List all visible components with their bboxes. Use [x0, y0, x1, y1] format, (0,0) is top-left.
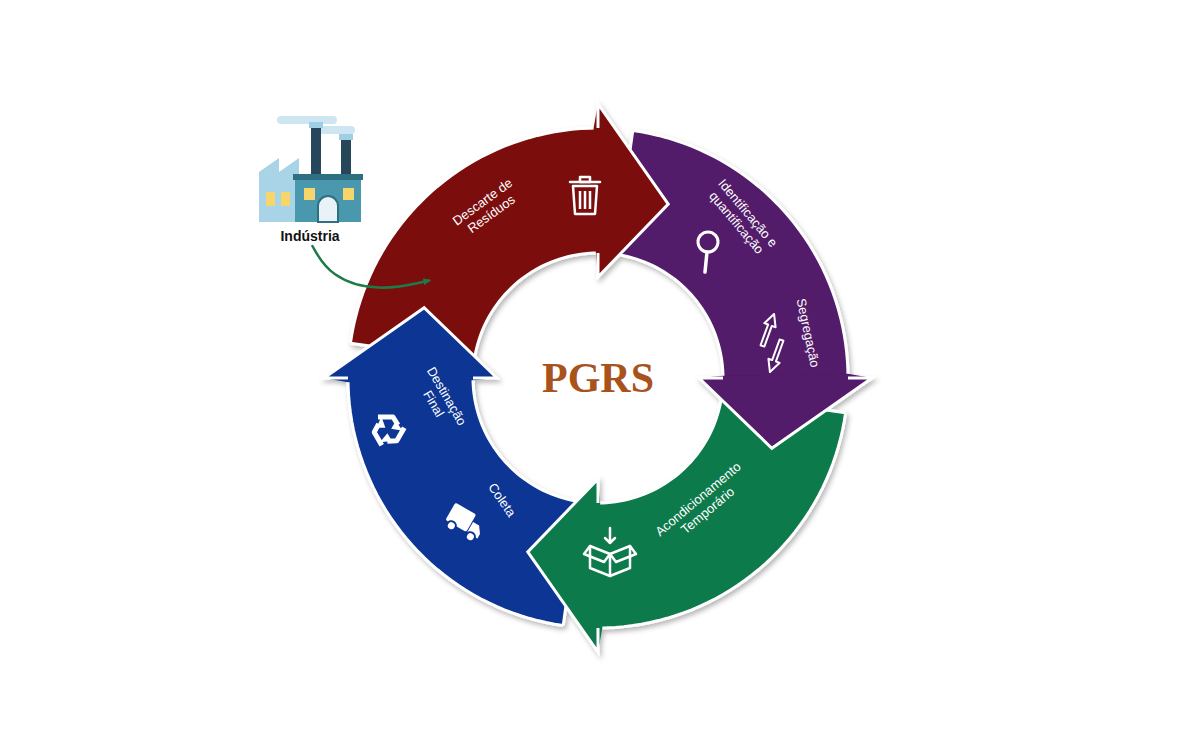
- swap-arrows-icon: [749, 312, 794, 374]
- truck-icon-part: [464, 531, 476, 543]
- recycle-icon-part-part: [387, 424, 404, 445]
- segment-body: [598, 395, 846, 628]
- step-label: Segregação: [791, 287, 825, 378]
- trash-icon-part: [573, 186, 597, 214]
- magnifier-icon: [698, 232, 718, 272]
- step-label: Identificação e quantificação: [694, 165, 789, 271]
- swap-arrows-icon-part: [764, 338, 787, 374]
- segment-body: [615, 130, 848, 378]
- factory-icon-part: [293, 174, 363, 180]
- source-label: Indústria: [250, 228, 370, 244]
- segment-heads: [324, 104, 872, 652]
- arrowhead-outline: [324, 308, 497, 378]
- factory-icon-part: [318, 196, 338, 222]
- factory-icon-part: [343, 188, 354, 200]
- factory-icon-part: [304, 188, 315, 200]
- box-icon: [584, 528, 636, 576]
- step-label: Coleta: [479, 471, 526, 529]
- trash-icon-part: [580, 177, 590, 182]
- swap-arrows-icon-part: [757, 312, 780, 348]
- step-icons: [368, 177, 795, 576]
- trash-icon: [570, 177, 600, 214]
- truck-icon-part: [445, 520, 457, 532]
- arrowhead-outline: [598, 104, 668, 277]
- factory-icon-part: [259, 158, 299, 222]
- factory-icon-part: [266, 192, 275, 206]
- segment-outline: [615, 130, 848, 378]
- factory-icon-part: [277, 116, 337, 124]
- step-label: Destinação Final: [405, 356, 474, 445]
- magnifier-icon-part: [698, 232, 718, 252]
- recycle-icon-part-part: [376, 417, 385, 428]
- factory-icon-part: [309, 122, 323, 128]
- step-label: Descarte de Resíduos: [438, 166, 537, 250]
- box-icon-part: [584, 546, 636, 562]
- truck-icon: [442, 503, 487, 544]
- magnifier-icon-part: [705, 252, 707, 272]
- cycle-segment: Acondicionamento Temporário: [528, 395, 846, 652]
- segment-arrowhead: [699, 374, 872, 449]
- source-node: Indústria: [250, 110, 370, 244]
- factory-icon: [259, 116, 363, 222]
- recycle-icon-part: [368, 413, 397, 445]
- trash-icon-part: [580, 191, 590, 209]
- segment-arrowhead: [324, 308, 497, 383]
- cycle-segment: Descarte de Resíduos: [350, 104, 668, 361]
- box-icon-part: [590, 546, 630, 576]
- arrowhead-outline: [528, 479, 598, 652]
- segment-arrowhead: [594, 104, 669, 277]
- segment-outline: [350, 128, 598, 361]
- box-icon-part: [609, 554, 612, 576]
- factory-icon-part: [281, 192, 290, 206]
- segment-body: [350, 128, 598, 361]
- step-label: Acondicionamento Temporário: [643, 451, 762, 558]
- cycle-ring: [324, 104, 872, 652]
- factory-icon-part: [339, 134, 353, 140]
- flow-arrow: [312, 246, 429, 288]
- diagram-title: PGRS: [542, 354, 654, 402]
- recycle-icon: [368, 413, 405, 451]
- factory-icon-part: [295, 178, 361, 222]
- segment-outline: [598, 395, 846, 628]
- factory-icon-part: [311, 126, 321, 180]
- arrowhead-outline: [699, 378, 872, 448]
- box-icon-part: [605, 528, 615, 543]
